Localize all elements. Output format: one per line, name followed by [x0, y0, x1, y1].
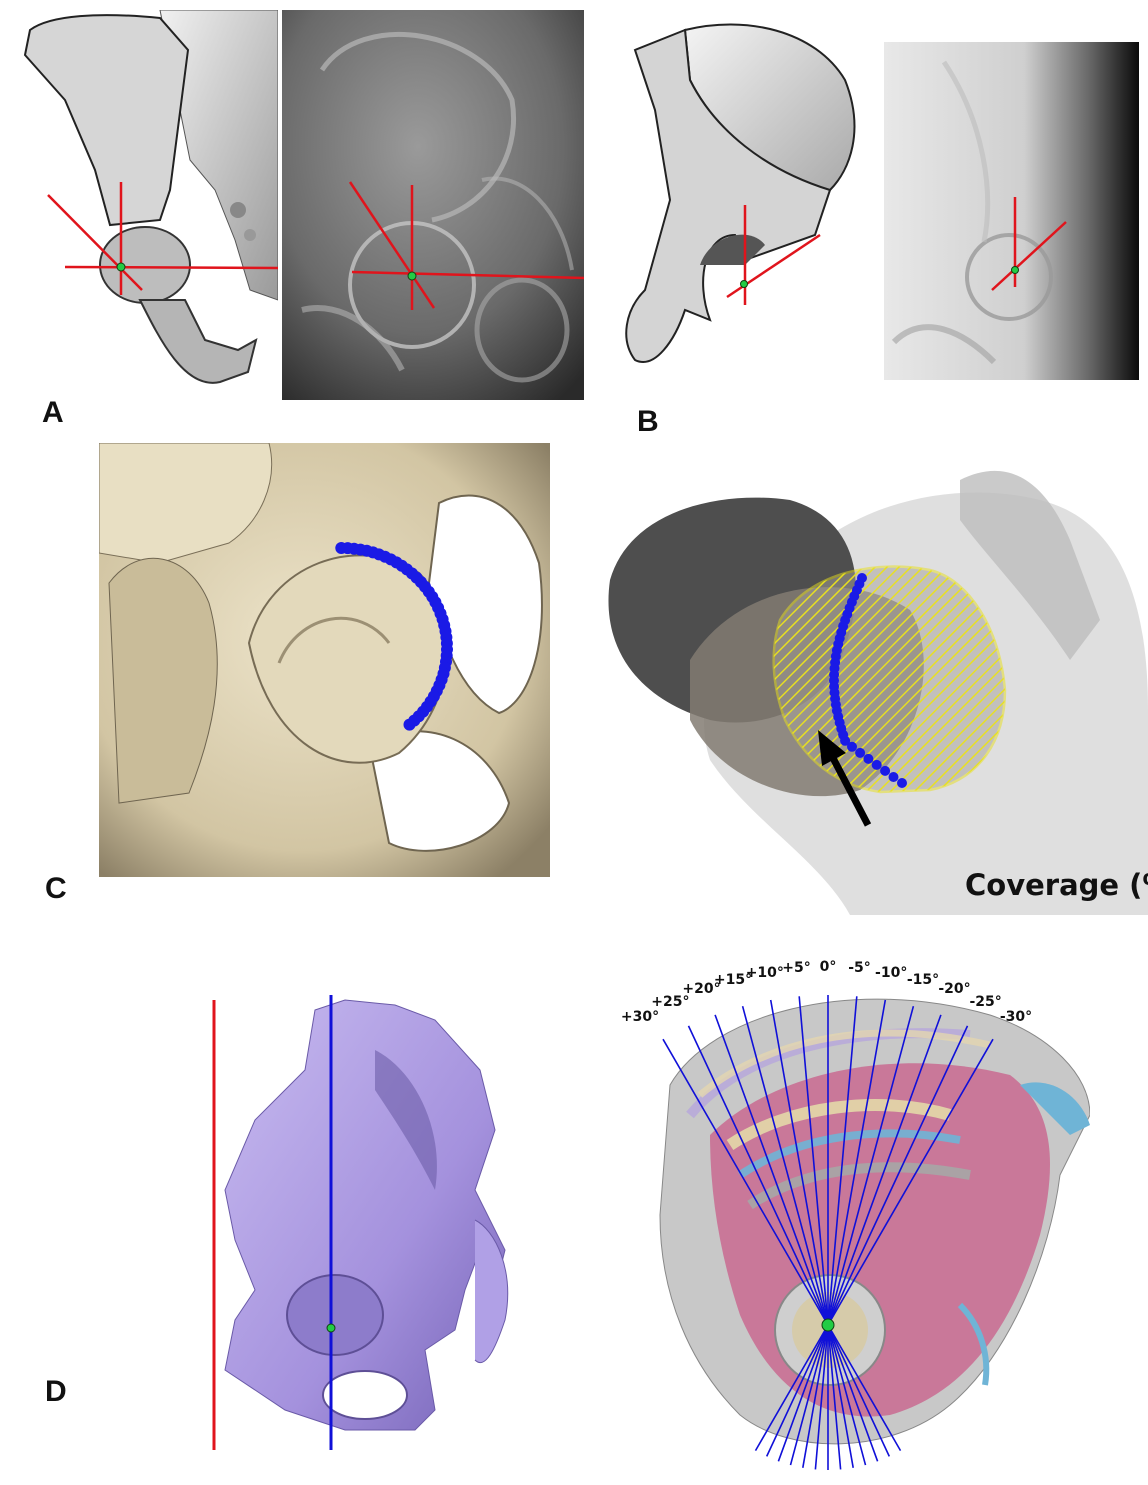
panel-label-a: A: [42, 396, 64, 430]
angle-label: +5°: [782, 960, 810, 976]
angle-label: +30°: [621, 1009, 659, 1025]
angle-label: -20°: [938, 981, 970, 997]
rim-point: [872, 760, 882, 770]
center-point: [230, 202, 246, 218]
angle-label: -25°: [969, 994, 1001, 1010]
center-point: [117, 263, 125, 271]
panel-d-model: [195, 990, 535, 1450]
panel-a-model: [10, 10, 278, 395]
panel-a-radiograph: [282, 10, 584, 400]
angle-label: -30°: [1000, 1009, 1032, 1025]
angle-label: +10°: [746, 965, 784, 981]
angle-label: 0°: [820, 959, 837, 975]
panel-c-coverage: [600, 460, 1148, 915]
rim-point: [863, 754, 873, 764]
rim-point: [889, 772, 899, 782]
rim-point: [897, 778, 907, 788]
center-point: [408, 272, 416, 280]
center-point: [244, 229, 256, 241]
panel-b-radiograph: [884, 42, 1139, 380]
angle-label: -5°: [848, 960, 871, 976]
center-point: [327, 1324, 335, 1332]
rim-point: [847, 742, 857, 752]
panel-label-d: D: [45, 1375, 67, 1409]
rim-point: [855, 748, 865, 758]
panel-c-rim-model: [99, 443, 550, 877]
panel-label-b: B: [637, 405, 659, 439]
angle-label: -15°: [907, 972, 939, 988]
center-point: [1012, 267, 1019, 274]
panel-b-model: [615, 20, 865, 375]
rim-point: [404, 719, 416, 731]
panel-label-c: C: [45, 872, 67, 906]
horizontal-line: [65, 267, 278, 268]
coverage-label: Coverage (%): [965, 868, 1148, 902]
rim-point: [880, 766, 890, 776]
angle-label: -10°: [875, 965, 907, 981]
center-point: [741, 281, 748, 288]
angle-labels: +30°+25°+20°+15°+10°+5°0°-5°-10°-15°-20°…: [590, 935, 1090, 1485]
